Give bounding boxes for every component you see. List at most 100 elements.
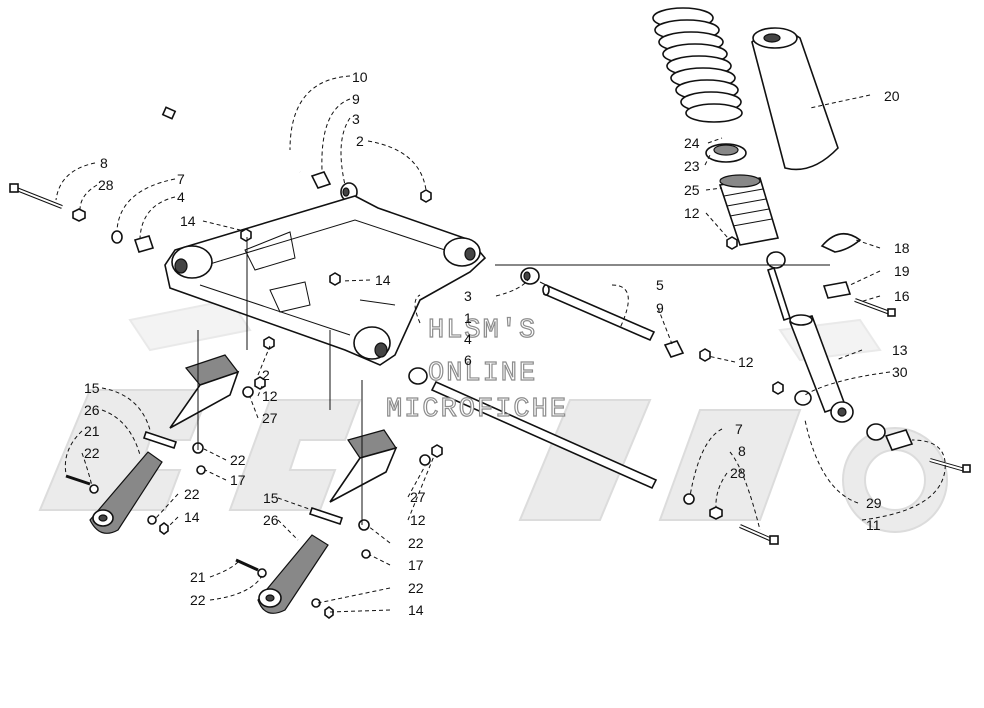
callout-26b: 26 xyxy=(263,512,279,528)
callout-3: 3 xyxy=(352,111,360,127)
bolt-8-left xyxy=(9,183,63,209)
watermark-line-2: ONLINE xyxy=(428,359,537,389)
callout-12c: 12 xyxy=(738,354,754,370)
callout-12d: 12 xyxy=(410,512,426,528)
washer-7-left xyxy=(111,230,123,244)
bracket-left xyxy=(169,354,240,429)
bumper-18 xyxy=(820,233,862,253)
bushing-4-left xyxy=(133,235,155,253)
callout-8: 8 xyxy=(100,155,108,171)
washer-22-left-c xyxy=(147,515,157,525)
bushing-3-right xyxy=(520,267,540,285)
callout-12b: 12 xyxy=(262,388,278,404)
shock-absorber-13 xyxy=(766,251,854,423)
callout-19: 19 xyxy=(894,263,910,279)
callout-24: 24 xyxy=(684,135,700,151)
washer-22-right-a xyxy=(257,568,267,578)
nut-28-left xyxy=(72,208,86,222)
bushing-9-right xyxy=(663,340,685,358)
callout-4b: 4 xyxy=(464,331,472,347)
watermark-line-3: MICROFICHE xyxy=(386,395,568,425)
footrest-26-right xyxy=(257,534,329,614)
assembly-lines xyxy=(197,237,830,525)
bolt-11 xyxy=(929,458,971,473)
callout-7: 7 xyxy=(177,171,185,187)
callout-17b: 17 xyxy=(408,557,424,573)
callout-22e: 22 xyxy=(190,592,206,608)
adjuster-sleeve-25 xyxy=(718,174,780,246)
callout-labels: 10 9 3 2 8 28 7 4 14 20 24 23 25 12 18 1… xyxy=(84,69,910,618)
callout-11: 11 xyxy=(866,517,881,533)
nut-2-top xyxy=(420,189,432,203)
callout-27b: 27 xyxy=(410,489,426,505)
pin-15-left xyxy=(142,430,178,450)
callout-15b: 15 xyxy=(263,490,279,506)
callout-6: 6 xyxy=(464,352,472,368)
callout-12: 12 xyxy=(684,205,700,221)
spring-seat-23 xyxy=(705,143,747,163)
callout-7b: 7 xyxy=(735,421,743,437)
callout-22b: 22 xyxy=(230,452,246,468)
leader-lines xyxy=(55,75,946,613)
washer-27-left xyxy=(242,386,254,398)
callout-21b: 21 xyxy=(190,569,206,585)
callout-4: 4 xyxy=(177,189,185,205)
shaft-6 xyxy=(430,380,658,490)
callout-30: 30 xyxy=(892,364,908,380)
bolt-21-right xyxy=(235,558,259,572)
shaft-5 xyxy=(542,284,656,342)
nut-14-right xyxy=(324,606,334,619)
nut-14-a xyxy=(240,228,252,242)
long-bolt-10 xyxy=(161,106,301,173)
callout-14b: 14 xyxy=(375,272,391,288)
nut-12-upper xyxy=(726,236,738,250)
callout-22d: 22 xyxy=(408,535,424,551)
nut-12-shock xyxy=(772,381,784,395)
footrest-26-left xyxy=(89,451,163,534)
bushing-4-lower xyxy=(408,367,428,385)
coil-spring-24 xyxy=(652,7,743,123)
callout-10: 10 xyxy=(352,69,368,85)
bolt-8-right xyxy=(739,524,779,545)
washer-27-right xyxy=(419,454,431,466)
callout-1: 1 xyxy=(464,310,472,326)
callout-9b: 9 xyxy=(656,300,664,316)
nut-12-right xyxy=(431,444,443,458)
callout-27: 27 xyxy=(262,410,278,426)
washer-7-right xyxy=(683,493,695,505)
spacer-29 xyxy=(884,429,914,451)
callout-14d: 14 xyxy=(408,602,424,618)
callout-22c: 22 xyxy=(184,486,200,502)
pin-15-right xyxy=(308,506,344,526)
callout-17: 17 xyxy=(230,472,246,488)
callout-22: 22 xyxy=(84,445,100,461)
nut-2-mid xyxy=(263,336,275,350)
washer-22-right-b xyxy=(358,519,370,531)
bracket-right xyxy=(329,429,398,503)
washer-22-left-a xyxy=(89,484,99,494)
bushing-9 xyxy=(310,171,332,189)
bolt-16 xyxy=(854,298,896,317)
callout-22f: 22 xyxy=(408,580,424,596)
bushing-30 xyxy=(794,390,812,406)
callout-13: 13 xyxy=(892,342,908,358)
rubber-boot-20 xyxy=(751,27,839,171)
callout-2: 2 xyxy=(356,133,364,149)
watermark: HLSM'S ONLINE MICROFICHE xyxy=(385,315,568,425)
nut-17-left xyxy=(196,465,206,475)
callout-28b: 28 xyxy=(730,465,746,481)
nut-12-left xyxy=(254,376,266,390)
callout-29: 29 xyxy=(866,495,882,511)
callout-14: 14 xyxy=(180,213,196,229)
callout-28: 28 xyxy=(98,177,114,193)
callout-8b: 8 xyxy=(738,443,746,459)
callout-3b: 3 xyxy=(464,288,472,304)
callout-20: 20 xyxy=(884,88,900,104)
bushing-29 xyxy=(866,423,886,441)
callout-26: 26 xyxy=(84,402,100,418)
callout-18: 18 xyxy=(894,240,910,256)
callout-23: 23 xyxy=(684,158,700,174)
callout-21: 21 xyxy=(84,423,100,439)
callout-16: 16 xyxy=(894,288,910,304)
